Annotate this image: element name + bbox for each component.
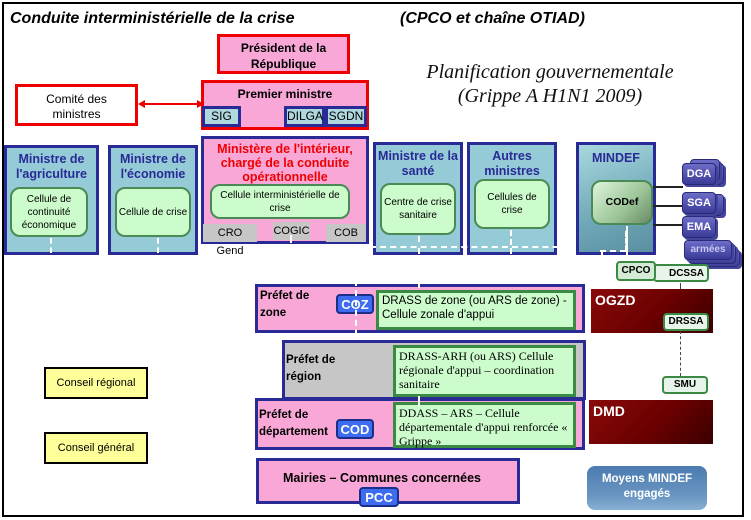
dashed-connector [600, 250, 626, 252]
node-dcssa-label: DCSSA [668, 268, 704, 279]
subtitle-line-2: (Grippe A H1N1 2009) [457, 85, 643, 107]
double-arrow-icon [138, 100, 204, 108]
node-ogzd-label: OGZD [595, 292, 636, 308]
badge-cod: COD [336, 419, 374, 439]
diagram-title-chain: (CPCO et chaîne OTIAD) [400, 10, 585, 27]
ministry-economie-title: Ministre de l'économie [120, 152, 186, 181]
ministry-autres-title: Autres ministres [484, 149, 540, 178]
connector [680, 331, 681, 376]
prefet-zone: Préfet de zone [260, 290, 310, 319]
moyens-mindef-engages: Moyens MINDEF engagés [587, 466, 707, 510]
mairies-label: Mairies – Communes concernées [283, 471, 481, 485]
node-drssa: DRSSA [663, 313, 709, 331]
cell-interministerielle: Cellule interministérielle de crise [210, 184, 350, 219]
node-dmd-label: DMD [593, 403, 625, 419]
cell-continuite-economique: Cellule de continuité économique [10, 187, 88, 237]
premier-ministre-label: Premier ministre [237, 87, 333, 101]
ministry-interieur-title: Ministère de l'intérieur, chargé de la c… [217, 142, 353, 184]
diagram-title: Conduite interministérielle de la crise [10, 10, 295, 27]
tag-sig: SIG [202, 106, 241, 127]
ministry-sante-title: Ministre de la santé [378, 149, 458, 178]
connector [680, 283, 681, 289]
subunit-cro-gend: CRO Gend [203, 224, 257, 257]
tag-dilga: DILGA [284, 106, 325, 127]
president-box: Président de la République [217, 34, 350, 74]
connector [510, 230, 512, 254]
ministry-agriculture-title: Ministre de l'agriculture [15, 152, 88, 181]
node-smu: SMU [662, 376, 708, 394]
stack-armees-label: armées [690, 244, 726, 255]
cell-zonale: DRASS de zone (ou ARS de zone) - Cellule… [376, 290, 576, 330]
stack-sga: SGA [682, 192, 716, 214]
connector [653, 224, 683, 226]
node-cpco: CPCO [616, 261, 656, 281]
cell-departementale: DDASS – ARS – Cellule départementale d'a… [393, 402, 576, 448]
cell-crise-economie: Cellule de crise [115, 187, 191, 237]
cell-centre-crise-sanitaire: Centre de crise sanitaire [380, 183, 456, 235]
comite-des-ministres-box: Comité des ministres [15, 84, 138, 126]
node-dmd: DMD [589, 400, 713, 444]
connector [653, 186, 683, 188]
node-dcssa: DCSSA [653, 264, 709, 282]
stack-ema-label: EMA [686, 221, 712, 233]
prefet-departement: Préfet de département [259, 409, 329, 438]
dashed-connector [370, 246, 660, 248]
cell-crises-autres: Cellules de crise [474, 179, 550, 229]
badge-pcc: PCC [359, 487, 399, 507]
ministry-mindef-title: MINDEF [592, 151, 640, 165]
stack-ema: EMA [682, 216, 716, 238]
connector [418, 276, 420, 288]
connector [157, 238, 159, 253]
cell-regionale: DRASS-ARH (ou ARS) Cellule régionale d'a… [393, 345, 576, 397]
conseil-general: Conseil général [44, 432, 148, 464]
connector [626, 226, 628, 261]
conseil-regional: Conseil régional [44, 367, 148, 399]
connector [653, 205, 683, 207]
stack-dga-label: DGA [686, 168, 712, 180]
diagram-subtitle: Planification gouvernementale (Grippe A … [400, 60, 700, 108]
subunit-cogic: COGIC [273, 222, 310, 240]
prefet-region: Préfet de région [286, 354, 336, 383]
subtitle-line-1: Planification gouvernementale [426, 61, 674, 83]
connector [50, 238, 52, 253]
connector [418, 236, 420, 254]
tag-sgdn: SGDN [325, 106, 367, 127]
subunit-cob: COB [326, 224, 366, 242]
connector [290, 235, 292, 243]
stack-armees: armées [684, 240, 732, 260]
cell-codef: CODef [591, 180, 653, 225]
connector [418, 396, 420, 406]
stack-sga-label: SGA [687, 197, 711, 209]
stack-dga: DGA [682, 163, 716, 185]
connector [601, 250, 603, 258]
